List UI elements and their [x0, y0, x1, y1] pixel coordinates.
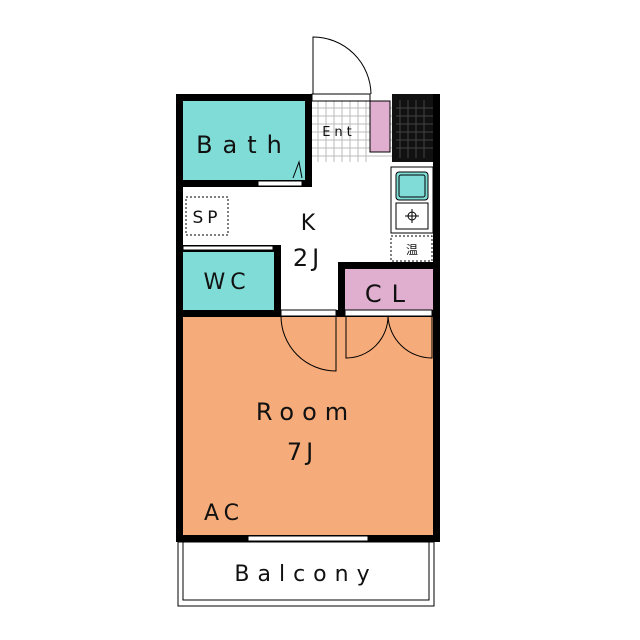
entrance-door-opening[interactable]: [311, 93, 371, 102]
storage-box: [185, 196, 229, 236]
closet-door-opening[interactable]: [344, 309, 433, 317]
balcony-window[interactable]: [247, 535, 369, 542]
bath-floor: [180, 98, 306, 182]
bath-step-icon: [292, 160, 303, 179]
room-size: 7J: [287, 438, 317, 466]
bath-door[interactable]: [257, 180, 303, 187]
bath-label: Bath: [196, 131, 292, 159]
aircon-label: AC: [204, 501, 244, 526]
kitchen-label: K: [301, 211, 316, 236]
closet-label: CL: [365, 280, 415, 308]
pipe-space-grid: [396, 100, 434, 158]
wc-label: WC: [203, 270, 250, 295]
burner-icon: [405, 209, 419, 223]
water-heater-label: 温: [406, 243, 418, 257]
balcony-inner: [182, 541, 430, 601]
closet-floor: [342, 268, 436, 310]
wc-floor: [180, 250, 276, 312]
room-floor: [180, 314, 436, 538]
kitchen-size: 2J: [293, 244, 323, 272]
water-heater-box: [390, 235, 433, 262]
closet-door-swing: [345, 315, 433, 359]
shoe-cabinet: [369, 100, 391, 153]
sink-icon: [395, 171, 429, 201]
entrance-door-swing: [312, 36, 372, 95]
room-door-opening[interactable]: [280, 309, 337, 317]
room-door-swing: [280, 315, 337, 372]
entrance-label: Ent: [322, 125, 356, 140]
wc-door[interactable]: [182, 245, 274, 251]
balcony-label: Balcony: [234, 562, 377, 587]
room-label: Room: [256, 398, 356, 426]
storage-label: SP: [192, 208, 221, 228]
